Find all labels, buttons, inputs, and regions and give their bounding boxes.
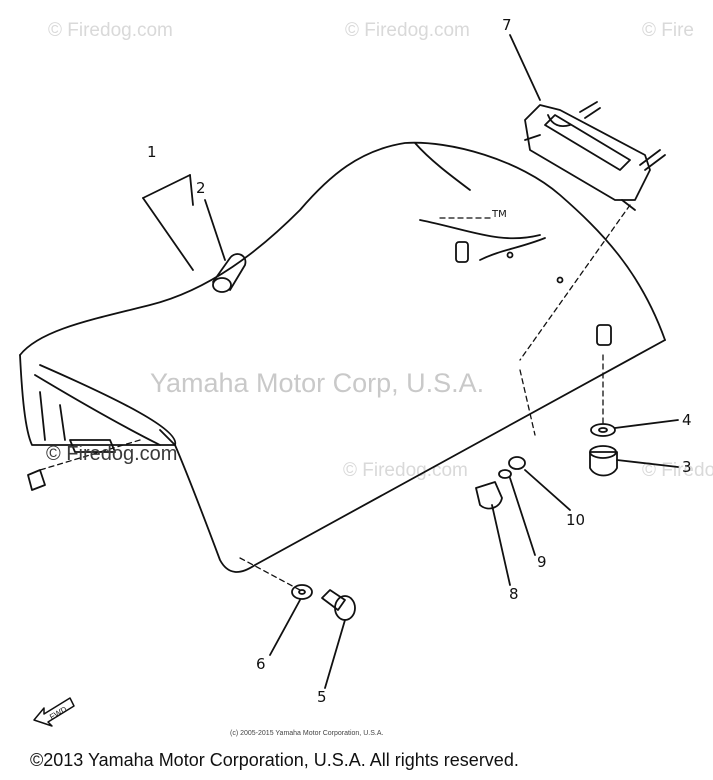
callout-8[interactable]: 8 xyxy=(509,585,519,603)
seat-inner-line xyxy=(419,219,541,240)
watermark-top-left: © Firedog.com xyxy=(48,20,173,41)
watermark-top-right: © Fire xyxy=(642,20,694,41)
part-6-washer xyxy=(291,584,313,600)
leader-2 xyxy=(204,199,226,261)
seat-lock-tube xyxy=(212,253,247,293)
footer-copyright: ©2013 Yamaha Motor Corporation, U.S.A. A… xyxy=(30,750,519,770)
callout-3[interactable]: 3 xyxy=(682,458,692,476)
watermark-center: Yamaha Motor Corp, U.S.A. xyxy=(150,368,485,398)
part-dowel-right xyxy=(596,324,612,346)
seat-side-panel xyxy=(34,374,161,446)
leader-9 xyxy=(509,477,536,556)
callout-5[interactable]: 5 xyxy=(317,688,327,706)
part-4-washer xyxy=(590,423,616,437)
seat-bottom-edge xyxy=(19,354,176,446)
callout-1[interactable]: 1 xyxy=(147,143,157,161)
footer-small-copyright: (c) 2005-2015 Yamaha Motor Corporation, … xyxy=(230,730,384,737)
leader-10 xyxy=(524,469,571,511)
leader-5 xyxy=(324,619,346,689)
leader-1a xyxy=(142,197,194,271)
seat-top-outline xyxy=(19,141,666,356)
seat-surface-crease xyxy=(39,364,176,446)
fwd-arrow-icon: FWD xyxy=(33,697,75,727)
callout-2[interactable]: 2 xyxy=(196,179,206,197)
part-10-washer xyxy=(508,456,526,470)
leader-6 xyxy=(269,599,301,656)
seat-dowel xyxy=(455,241,469,263)
callout-9[interactable]: 9 xyxy=(537,553,547,571)
callout-4[interactable]: 4 xyxy=(682,411,692,429)
callout-6[interactable]: 6 xyxy=(256,655,266,673)
seat-lower-edge xyxy=(174,339,666,573)
part-9-washer xyxy=(498,469,512,479)
leader-3 xyxy=(616,459,679,468)
leader-8 xyxy=(491,504,511,586)
watermark-mid-left: © Firedog.com xyxy=(46,443,178,465)
leader-4 xyxy=(614,419,679,429)
part-5-bolt xyxy=(321,589,356,621)
seat-bracket xyxy=(509,34,666,211)
leader-1b xyxy=(142,174,191,199)
callout-10[interactable]: 10 xyxy=(566,511,586,529)
part-3-nut xyxy=(589,445,618,477)
reference-lines xyxy=(39,204,631,591)
watermark-top-center: © Firedog.com xyxy=(345,20,470,41)
callout-7[interactable]: 7 xyxy=(502,16,512,34)
part-8-nut xyxy=(475,481,503,510)
tm-mark: TM xyxy=(492,209,507,220)
leader-7 xyxy=(509,34,541,101)
fwd-label: FWD xyxy=(48,705,68,722)
seat-hook xyxy=(27,469,46,491)
